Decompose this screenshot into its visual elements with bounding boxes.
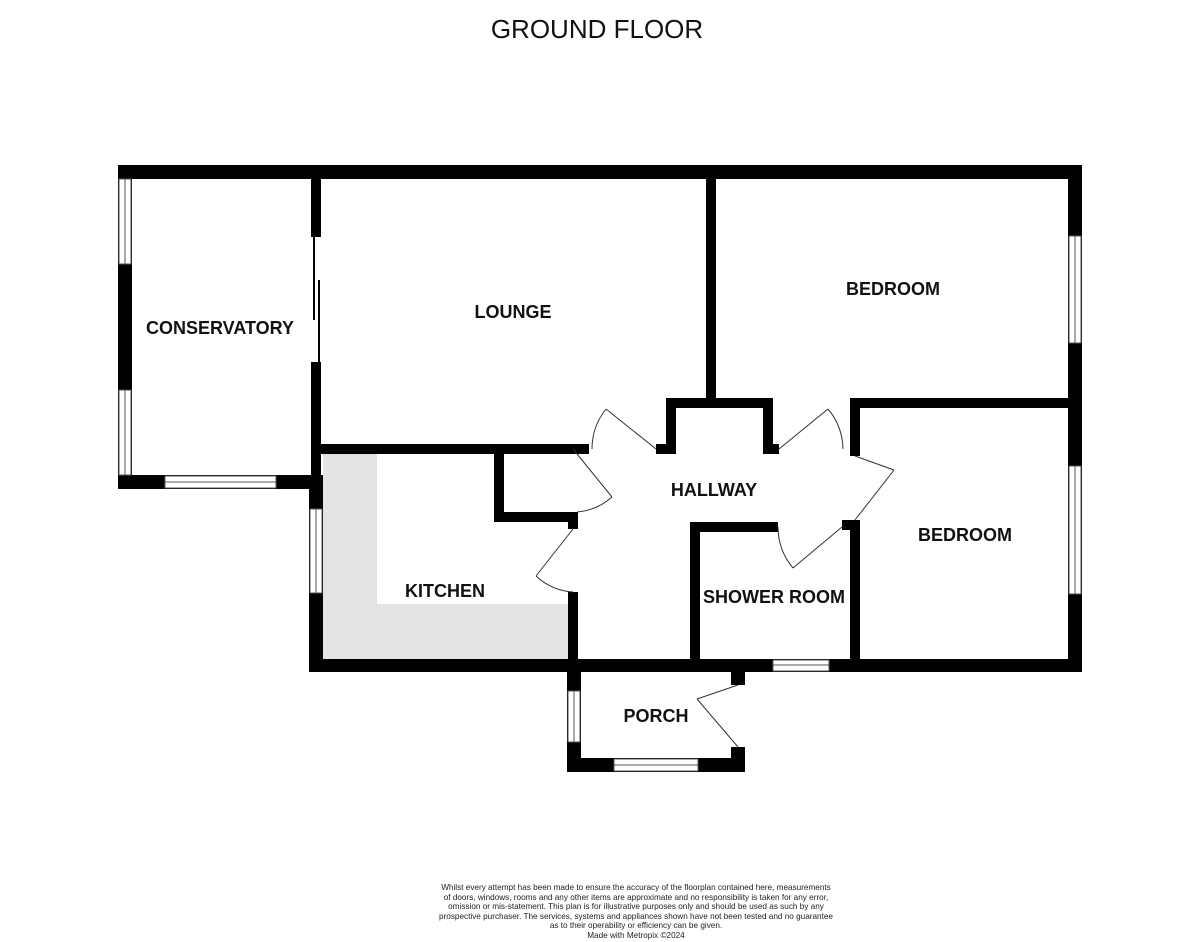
disclaimer-line: Whilst every attempt has been made to en…	[441, 883, 831, 892]
room-label-hallway: HALLWAY	[671, 480, 757, 500]
wall	[850, 398, 860, 456]
disclaimer-line: as to their operability or efficiency ca…	[549, 921, 723, 931]
door	[591, 408, 607, 450]
wall	[763, 444, 779, 454]
door	[605, 408, 657, 450]
room-label-porch: PORCH	[623, 706, 688, 726]
door	[696, 698, 739, 748]
room-label-bedroom: BEDROOM	[846, 279, 940, 299]
disclaimer-line: of doors, windows, rooms and any other i…	[443, 892, 829, 902]
disclaimer-credit: Made with Metropix ©2024	[587, 930, 685, 940]
door	[535, 575, 574, 593]
wall	[311, 165, 321, 237]
wall	[311, 444, 589, 454]
wall	[706, 165, 716, 405]
wall	[690, 522, 778, 532]
wall	[118, 165, 1082, 179]
wall	[494, 452, 504, 522]
door	[696, 684, 739, 700]
room-label-bedroom: BEDROOM	[918, 525, 1012, 545]
wall	[850, 398, 1082, 408]
floor-title: GROUND FLOOR	[491, 14, 703, 44]
wall	[666, 398, 773, 408]
wall	[763, 398, 773, 454]
wall	[850, 520, 860, 672]
wall	[568, 512, 578, 529]
door	[535, 528, 574, 577]
door	[777, 526, 794, 569]
door	[827, 408, 844, 450]
wall	[731, 659, 745, 685]
disclaimer-line: prospective purchaser. The services, sys…	[438, 911, 833, 921]
disclaimer: Whilst every attempt has been made to en…	[420, 883, 852, 941]
disclaimer-line: omission or mis-statement. This plan is …	[448, 902, 824, 912]
wall	[731, 747, 745, 772]
room-label-kitchen: KITCHEN	[405, 581, 485, 601]
wall	[842, 520, 860, 530]
door	[854, 469, 895, 521]
wall	[494, 512, 578, 522]
doors	[535, 408, 895, 748]
wall	[656, 444, 676, 454]
room-label-conservatory: CONSERVATORY	[146, 318, 294, 338]
room-label-shower-room: SHOWER ROOM	[703, 587, 845, 607]
door	[778, 408, 829, 450]
wall	[690, 522, 700, 672]
wall	[568, 592, 578, 672]
door	[792, 526, 843, 569]
door	[572, 448, 613, 498]
door	[576, 496, 613, 513]
kitchen-worktop	[323, 452, 568, 659]
door	[854, 455, 895, 471]
room-label-lounge: LOUNGE	[474, 302, 551, 322]
wall	[666, 398, 676, 454]
walls	[118, 165, 1082, 772]
wall	[311, 362, 321, 508]
windows	[118, 178, 1082, 772]
